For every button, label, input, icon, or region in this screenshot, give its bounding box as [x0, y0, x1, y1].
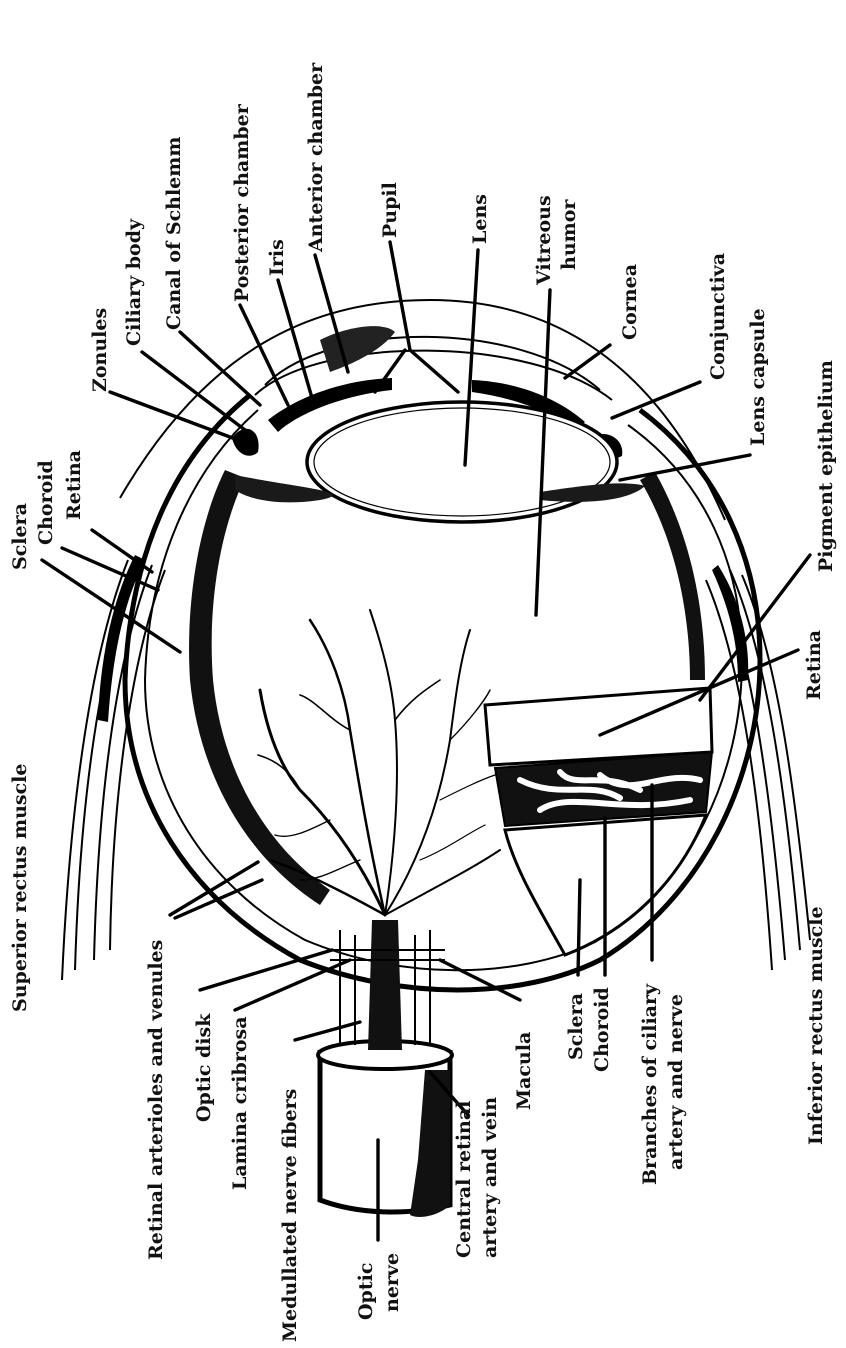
label-inferior-rectus-muscle: Inferior rectus muscle: [805, 906, 827, 1145]
label-zonules: Zonules: [89, 308, 111, 392]
label-medullated-nerve-fibers: Medullated nerve fibers: [279, 1089, 301, 1342]
optic-nerve-shadow: [410, 1070, 450, 1217]
label-lamina-cribrosa: Lamina cribrosa: [229, 1016, 251, 1190]
label-iris: Iris: [266, 239, 288, 276]
retinal-vessels: [258, 610, 500, 915]
label-conjunctiva: Conjunctiva: [707, 253, 729, 380]
label-macula: Macula: [513, 1032, 535, 1110]
lens-shape: [307, 402, 617, 522]
label-lens: Lens: [469, 194, 491, 244]
anterior-chamber-shade: [320, 326, 395, 372]
label-optic-nerve-line1: Optic: [355, 1263, 377, 1320]
label-humor: humor: [558, 199, 580, 270]
label-superior-rectus-muscle: Superior rectus muscle: [9, 764, 31, 1013]
label-ciliary-body: Ciliary body: [123, 218, 145, 346]
label-posterior-chamber: Posterior chamber: [231, 103, 253, 302]
label-lens-capsule: Lens capsule: [747, 308, 769, 446]
label-sclera-left: Sclera: [9, 503, 31, 570]
retina-band-right: [640, 472, 705, 680]
optic-disc-stalk: [368, 920, 402, 1050]
label-retina-left: Retina: [63, 450, 85, 520]
inferior-rectus-dark: [712, 565, 748, 682]
label-choroid-bottom: Choroid: [591, 987, 613, 1072]
label-central-line1: Central retinal: [453, 1101, 475, 1258]
label-optic-nerve-line2: nerve: [381, 1253, 403, 1312]
label-vitreous: Vitreous: [533, 195, 555, 286]
label-choroid-left: Choroid: [35, 460, 57, 545]
label-retina-right: Retina: [803, 630, 825, 700]
label-retinal-arterioles-and-venules: Retinal arterioles and venules: [145, 940, 167, 1260]
label-pigment-epithelium: Pigment epithelium: [815, 360, 837, 572]
label-optic-disk: Optic disk: [193, 1013, 215, 1122]
cutaway-retina: [485, 688, 712, 765]
label-branches-line1: Branches of ciliary: [639, 983, 661, 1185]
label-canal-of-schlemm: Canal of Schlemm: [163, 137, 185, 330]
label-branches-line2: artery and nerve: [665, 994, 687, 1170]
retina-band: [189, 470, 330, 905]
label-central-line2: artery and vein: [479, 1097, 501, 1258]
label-sclera-bottom: Sclera: [565, 993, 587, 1060]
label-anterior-chamber: Anterior chamber: [305, 62, 327, 253]
label-cornea: Cornea: [619, 264, 641, 340]
label-pupil: Pupil: [379, 182, 401, 238]
